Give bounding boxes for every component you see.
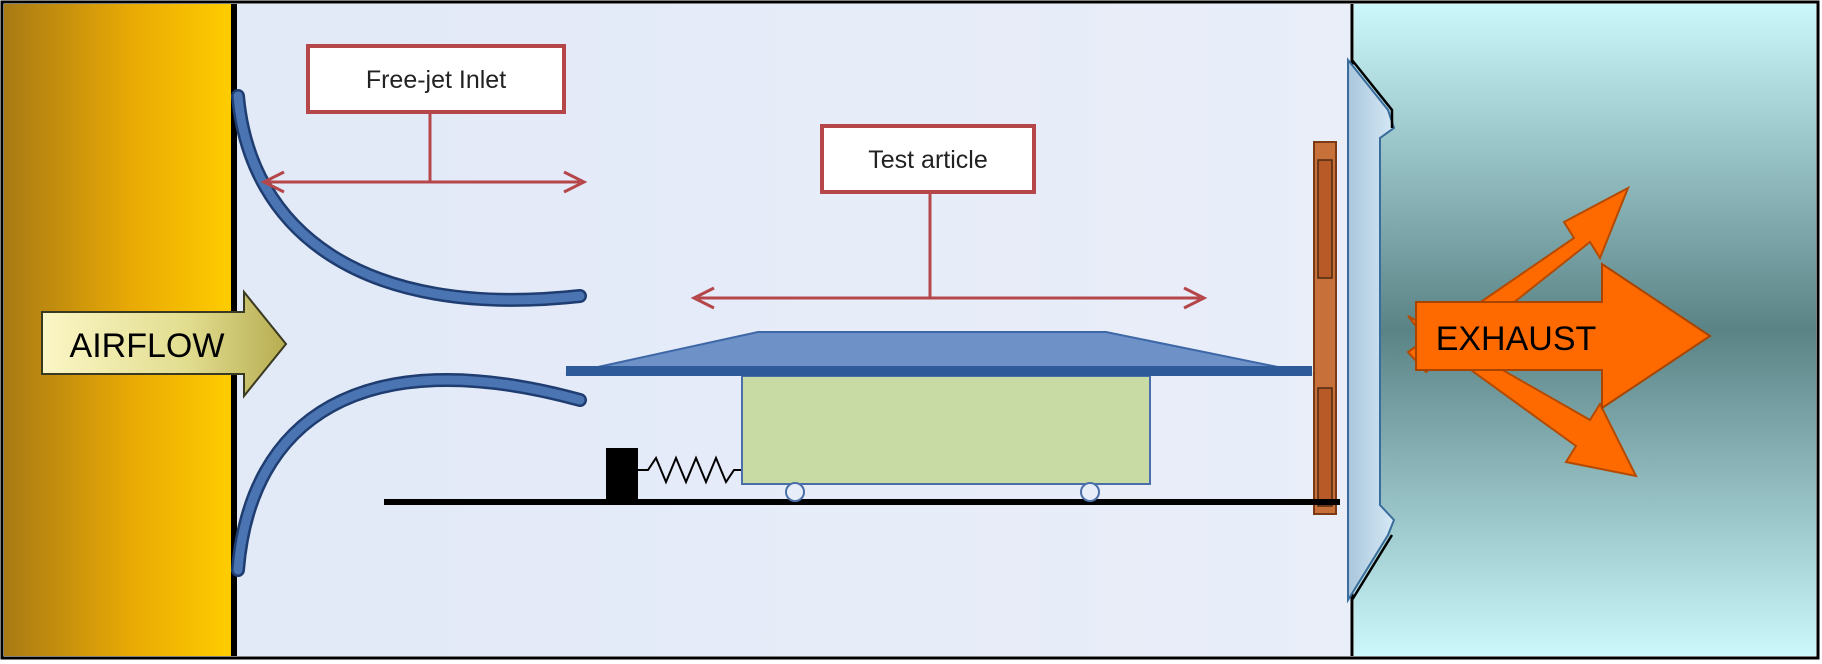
wheel-left [785, 482, 805, 502]
test-article-arrowhead-left [690, 286, 715, 310]
test-article-arrowhead-right [1183, 286, 1208, 310]
airflow-label: AIRFLOW [70, 327, 225, 365]
free-jet-inlet-label-box [306, 44, 566, 114]
test-article-body [741, 375, 1151, 485]
mounting-flange-inner-upper [1317, 159, 1333, 279]
free-jet-nozzle-lower-fill [233, 375, 585, 575]
test-article-plate-base [566, 366, 1312, 376]
exhaust-collector [1347, 57, 1396, 604]
exhaust-arrow-main [1415, 262, 1712, 410]
mounting-flange-inner-lower [1317, 387, 1333, 507]
free-jet-nozzle-upper-fill [233, 91, 585, 305]
free-jet-inlet-label: Free-jet Inlet [366, 66, 506, 94]
collector-outline-top [1351, 59, 1394, 128]
collector-outline-bottom [1350, 534, 1394, 601]
wheel-right [1080, 482, 1100, 502]
airflow-arrow [41, 289, 288, 399]
free-jet-inlet-arrowhead-left [260, 170, 285, 194]
load-cell-block [606, 448, 638, 502]
free-jet-inlet-arrowhead-right [563, 170, 588, 194]
spring [638, 455, 742, 485]
test-article-label: Test article [868, 146, 987, 174]
exhaust-label: EXHAUST [1436, 320, 1597, 358]
test-article-label-box [820, 124, 1036, 194]
